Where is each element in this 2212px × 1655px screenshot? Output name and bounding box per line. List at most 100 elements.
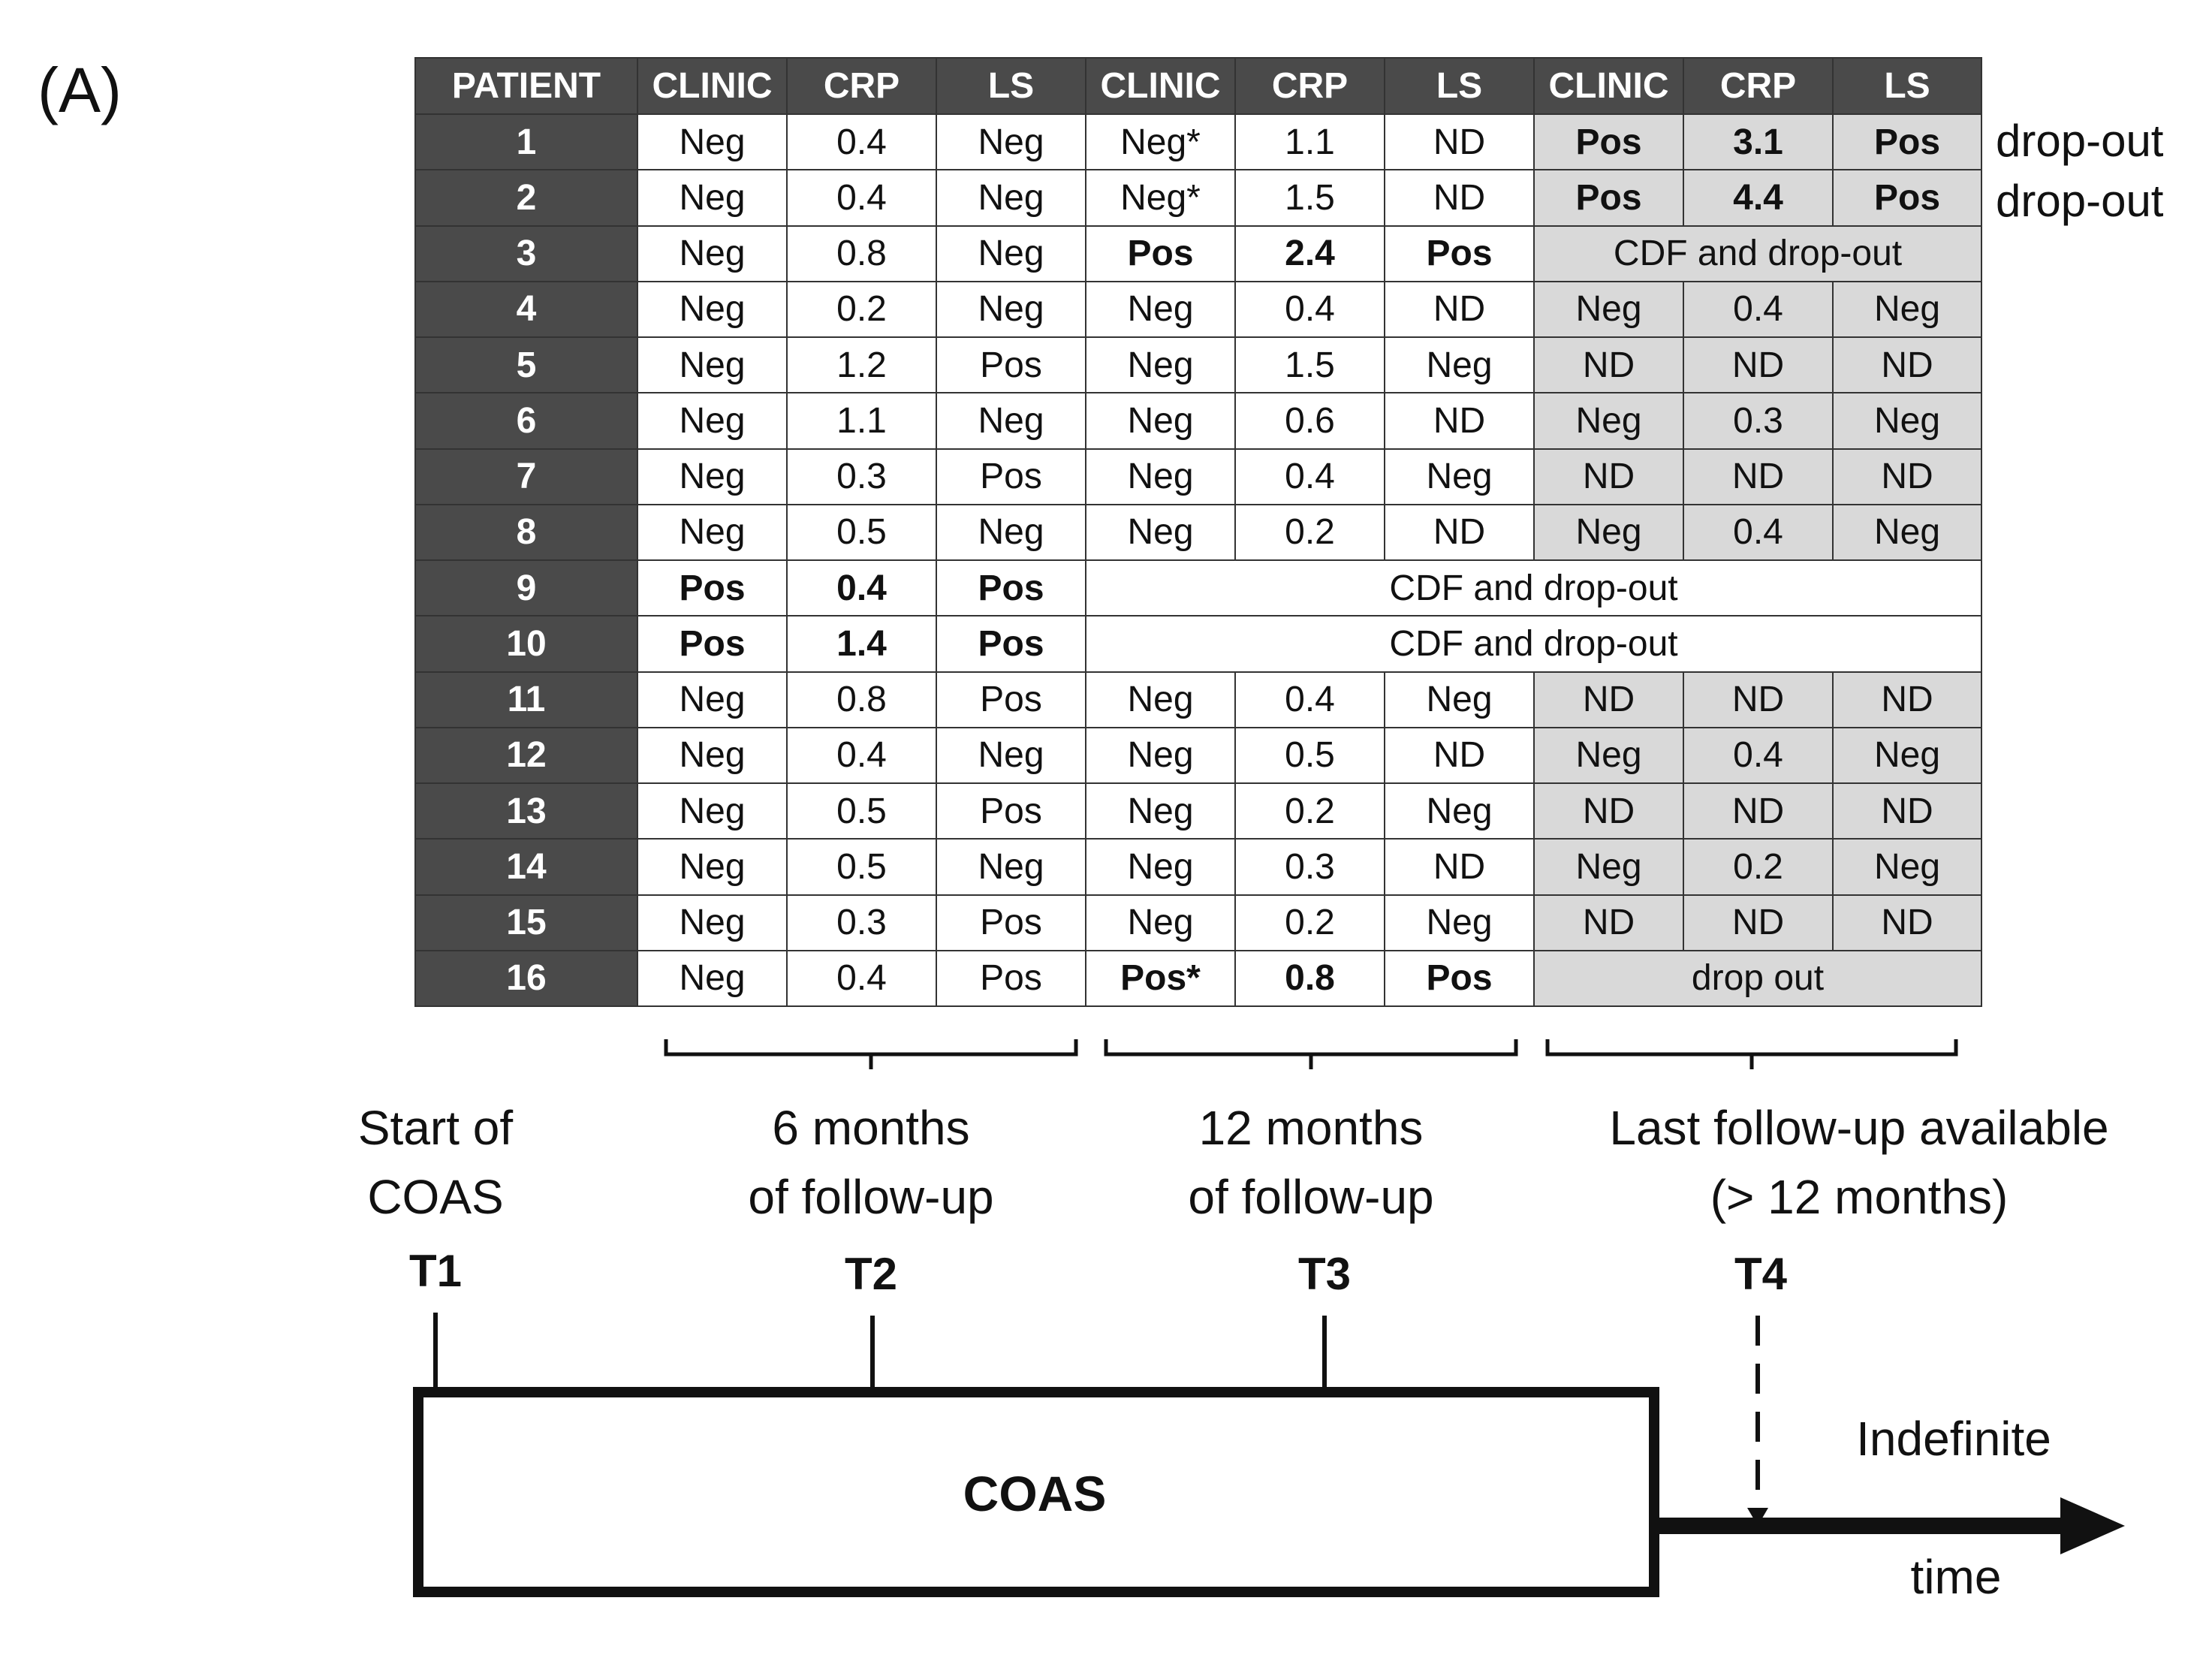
t3-clinic-cell: Neg* bbox=[1085, 113, 1236, 171]
t2-clinic-cell: Neg bbox=[637, 838, 788, 896]
t2-crp-cell: 0.5 bbox=[786, 782, 937, 840]
t3-clinic-cell: Neg bbox=[1085, 336, 1236, 394]
t2-clinic-cell: Neg bbox=[637, 225, 788, 282]
t4-clinic-cell: Neg bbox=[1533, 726, 1684, 785]
t4-clinic-cell: ND bbox=[1533, 894, 1684, 951]
t2-clinic-cell: Neg bbox=[637, 392, 788, 450]
t4-ls-cell: Pos bbox=[1832, 169, 1982, 227]
t3-ls-cell: Neg bbox=[1384, 782, 1535, 840]
timeline-diagram: Start of COAS 6 months of follow-up 12 m… bbox=[358, 1039, 2125, 1604]
time-axis-label: time bbox=[1911, 1550, 2002, 1604]
bracket-t3 bbox=[1104, 1039, 1518, 1069]
t3-clinic-cell: Neg bbox=[1085, 392, 1236, 450]
patient-id: 1 bbox=[414, 113, 638, 171]
t4-crp-cell: ND bbox=[1683, 671, 1834, 728]
t2-ls-cell: Neg bbox=[936, 225, 1086, 282]
t3-ls-cell: Neg bbox=[1384, 894, 1535, 951]
t4-clinic-cell: Neg bbox=[1533, 838, 1684, 896]
drop-out-note: drop-out bbox=[1996, 175, 2164, 226]
t4-ls-cell: ND bbox=[1832, 671, 1982, 728]
t3-clinic-cell: Neg bbox=[1085, 448, 1236, 505]
t2-crp-cell: 0.4 bbox=[786, 113, 937, 171]
t4-clinic-cell: ND bbox=[1533, 782, 1684, 840]
patient-id: 2 bbox=[414, 169, 638, 227]
t2-clinic-cell: Neg bbox=[637, 782, 788, 840]
t4-ls-cell: Neg bbox=[1832, 838, 1982, 896]
t2-crp-cell: 0.2 bbox=[786, 280, 937, 339]
t2-clinic-cell: Pos bbox=[637, 559, 788, 617]
column-header-clinic: CLINIC bbox=[1085, 57, 1236, 115]
merged-status-cell: CDF and drop-out bbox=[1533, 225, 1982, 282]
t2-ls-cell: Pos bbox=[936, 448, 1086, 505]
t2-clinic-cell: Neg bbox=[637, 280, 788, 339]
t2-crp-cell: 0.4 bbox=[786, 559, 937, 617]
t2-ls-cell: Neg bbox=[936, 726, 1086, 785]
t2-ls-cell: Neg bbox=[936, 280, 1086, 339]
patient-id: 14 bbox=[414, 838, 638, 896]
t3-clinic-cell: Neg bbox=[1085, 671, 1236, 728]
t2-clinic-cell: Neg bbox=[637, 336, 788, 394]
patient-id: 12 bbox=[414, 726, 638, 785]
t3-crp-cell: 0.2 bbox=[1234, 782, 1385, 840]
t3-crp-cell: 2.4 bbox=[1234, 225, 1385, 282]
patient-id: 4 bbox=[414, 280, 638, 339]
t2-crp-cell: 0.5 bbox=[786, 503, 937, 562]
t4-clinic-cell: ND bbox=[1533, 448, 1684, 505]
column-header-clinic: CLINIC bbox=[637, 57, 788, 115]
t3-clinic-cell: Neg bbox=[1085, 280, 1236, 339]
t2-clinic-cell: Pos bbox=[637, 615, 788, 673]
t2-crp-cell: 0.8 bbox=[786, 671, 937, 728]
t4-ls-cell: Neg bbox=[1832, 726, 1982, 785]
t3-ls-cell: ND bbox=[1384, 726, 1535, 785]
t2-crp-cell: 1.2 bbox=[786, 336, 937, 394]
t3-crp-cell: 1.1 bbox=[1234, 113, 1385, 171]
t2-tag: T2 bbox=[845, 1249, 897, 1299]
t2-ls-cell: Pos bbox=[936, 615, 1086, 673]
column-header-crp: CRP bbox=[786, 57, 937, 115]
t4-ls-cell: ND bbox=[1832, 448, 1982, 505]
t4-crp-cell: 4.4 bbox=[1683, 169, 1834, 227]
column-header-ls: LS bbox=[1832, 57, 1982, 115]
t3-ls-cell: ND bbox=[1384, 280, 1535, 339]
t2-crp-cell: 1.1 bbox=[786, 392, 937, 450]
time-arrow-shaft bbox=[1654, 1518, 2069, 1534]
t2-ls-cell: Pos bbox=[936, 949, 1086, 1008]
t2-crp-cell: 0.4 bbox=[786, 169, 937, 227]
patient-id: 3 bbox=[414, 225, 638, 282]
t3-clinic-cell: Neg bbox=[1085, 726, 1236, 785]
patient-id: 13 bbox=[414, 782, 638, 840]
t2-crp-cell: 0.5 bbox=[786, 838, 937, 896]
bracket-t2 bbox=[664, 1039, 1078, 1069]
t2-ls-cell: Neg bbox=[936, 838, 1086, 896]
t4-crp-cell: 0.2 bbox=[1683, 838, 1834, 896]
t3-ls-cell: ND bbox=[1384, 503, 1535, 562]
t3-clinic-cell: Pos* bbox=[1085, 949, 1236, 1008]
t3-ls-cell: ND bbox=[1384, 392, 1535, 450]
t3-clinic-cell: Neg bbox=[1085, 838, 1236, 896]
t3-crp-cell: 0.4 bbox=[1234, 280, 1385, 339]
t4-crp-cell: 0.4 bbox=[1683, 280, 1834, 339]
merged-status-cell: CDF and drop-out bbox=[1085, 559, 1982, 617]
t4-crp-cell: 0.4 bbox=[1683, 503, 1834, 562]
t1-tag: T1 bbox=[409, 1246, 462, 1296]
patient-id: 10 bbox=[414, 615, 638, 673]
t4-ls-cell: Neg bbox=[1832, 503, 1982, 562]
t3-crp-cell: 0.2 bbox=[1234, 894, 1385, 951]
t2-ls-cell: Neg bbox=[936, 113, 1086, 171]
t3-clinic-cell: Neg bbox=[1085, 894, 1236, 951]
t2-ls-cell: Pos bbox=[936, 782, 1086, 840]
t4-clinic-cell: Pos bbox=[1533, 113, 1684, 171]
t3-crp-cell: 1.5 bbox=[1234, 169, 1385, 227]
t2-crp-cell: 0.4 bbox=[786, 726, 937, 785]
t4-crp-cell: ND bbox=[1683, 894, 1834, 951]
t3-crp-cell: 0.6 bbox=[1234, 392, 1385, 450]
t4-clinic-cell: Pos bbox=[1533, 169, 1684, 227]
